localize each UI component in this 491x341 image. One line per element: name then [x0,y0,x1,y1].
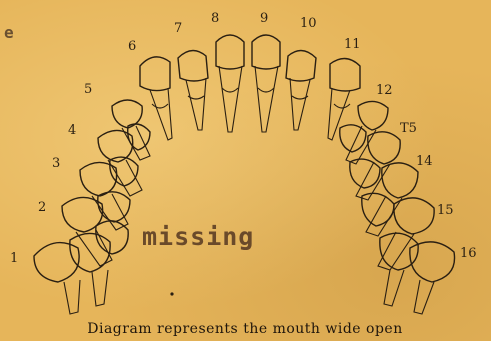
diagram-caption: Diagram represents the mouth wide open [87,321,402,337]
tooth-number-8: 8 [211,11,219,26]
tooth-number-1: 1 [10,251,18,266]
tooth-7 [178,50,208,130]
tooth-4 [98,124,150,196]
tooth-number-4: 4 [68,123,76,138]
tooth-number-2: 2 [38,200,46,215]
tooth-13 [340,125,400,200]
tooth-number-13: T5 [400,121,417,136]
tooth-11 [328,58,360,140]
tooth-12 [346,101,388,164]
tooth-10 [286,50,316,130]
tooth-number-5: 5 [84,82,92,97]
dot-mark [170,292,173,295]
tooth-9 [252,35,280,132]
tooth-number-12: 12 [376,83,393,98]
tooth-number-16: 16 [460,246,477,261]
tooth-1 [34,221,128,314]
tooth-8 [216,35,244,132]
tooth-number-10: 10 [300,16,317,31]
tooth-number-9: 9 [260,11,268,26]
tooth-number-14: 14 [416,154,433,169]
tooth-16 [380,233,455,314]
tooth-number-15: 15 [437,203,454,218]
missing-stamp: missing [142,222,254,251]
tooth-number-6: 6 [128,39,136,54]
tooth-number-3: 3 [52,156,60,171]
tooth-number-11: 11 [344,37,361,52]
corner-fragment-text: e [4,23,14,42]
tooth-number-7: 7 [174,21,182,36]
